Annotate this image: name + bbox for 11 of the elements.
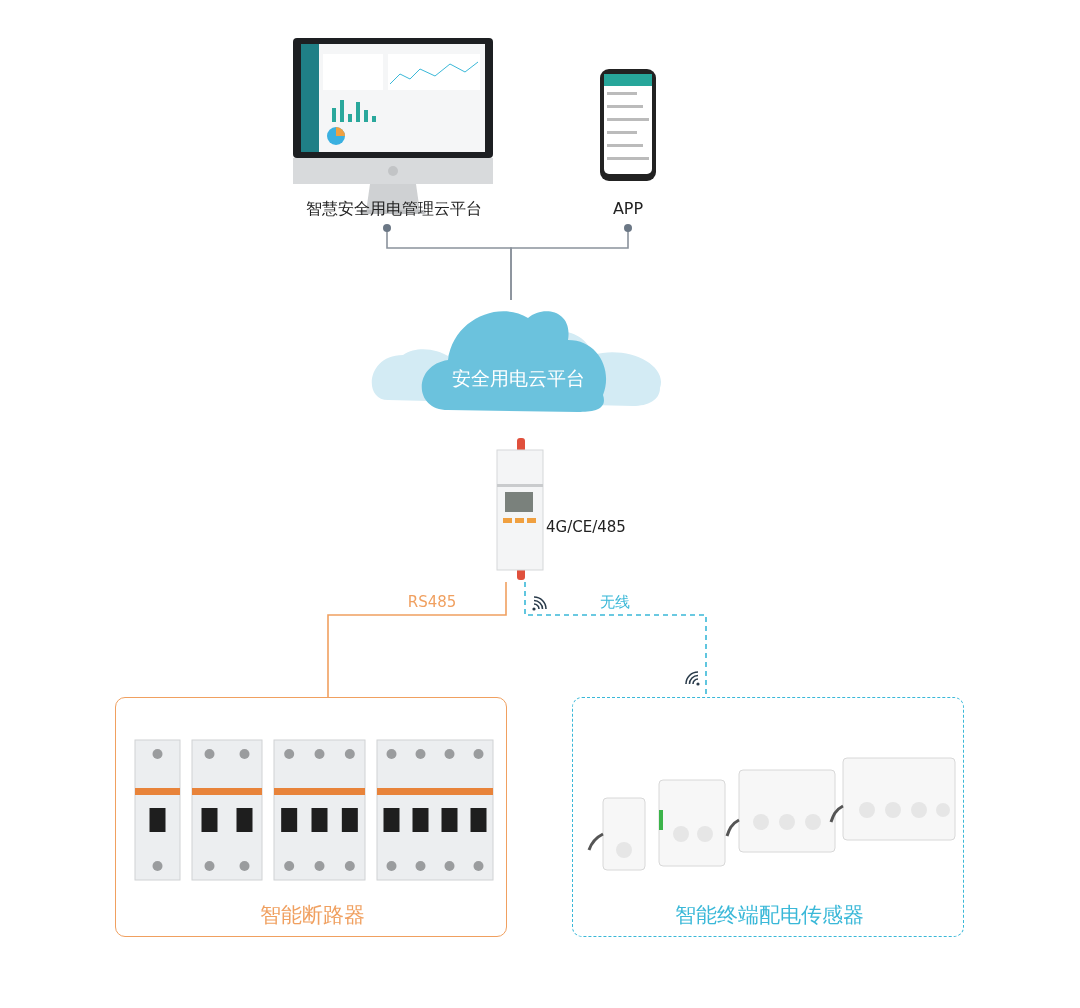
app-label: APP: [612, 200, 644, 218]
platform-label: 智慧安全用电管理云平台: [306, 200, 482, 218]
group-title: 智能断路器: [259, 904, 365, 928]
device-label: 4G/CE/485: [546, 519, 626, 536]
group-box: [115, 697, 507, 937]
cloud-label: 安全用电云平台: [451, 368, 585, 389]
group-box: [572, 697, 964, 937]
connector-line: [327, 581, 507, 698]
edge-label: 无线: [597, 594, 633, 611]
connector-line: [510, 224, 632, 301]
group-title: 智能终端配电传感器: [674, 904, 864, 928]
